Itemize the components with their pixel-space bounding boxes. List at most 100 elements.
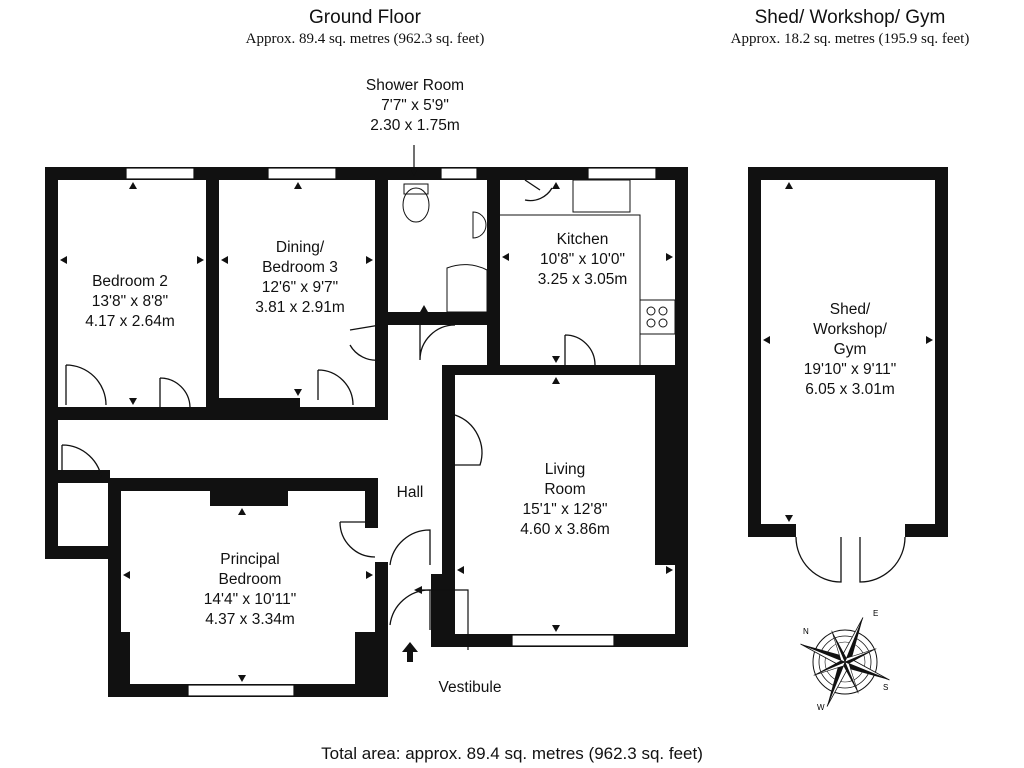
window-dining xyxy=(267,167,337,180)
compass-w: W xyxy=(817,703,825,712)
dim-marker xyxy=(785,182,793,189)
dining-imperial: 12'6" x 9'7" xyxy=(261,279,339,296)
hob-ring xyxy=(658,318,668,328)
wall-shed-bottom-right xyxy=(905,524,948,537)
shower-pointer-arrow xyxy=(410,168,418,176)
principal-imperial: 14'4" x 10'11" xyxy=(203,591,297,608)
compass-rose-icon: N E S W xyxy=(800,609,890,712)
wall-hall-left xyxy=(45,470,110,483)
wall-dining-shower xyxy=(375,175,388,420)
window-kitchen xyxy=(587,167,657,180)
window-living xyxy=(511,634,615,647)
dim-marker xyxy=(420,305,428,312)
compass-n: N xyxy=(803,627,809,636)
vestibule-pointer-arrow xyxy=(414,586,422,594)
dim-marker xyxy=(926,336,933,344)
room-label-principal: Principal Bedroom 14'4" x 10'11" 4.37 x … xyxy=(180,550,320,630)
vestibule-name: Vestibule xyxy=(438,679,502,696)
wall-living-chimney xyxy=(655,375,675,565)
living-imperial: 15'1" x 12'8" xyxy=(522,501,608,518)
dining-name2: Bedroom 3 xyxy=(262,259,338,276)
principal-name2: Bedroom xyxy=(218,571,282,588)
kitchen-imperial: 10'8" x 10'0" xyxy=(539,251,625,268)
dim-marker xyxy=(123,571,130,579)
wall-shed-bottom-left xyxy=(748,524,796,537)
wall-hall-stub xyxy=(365,478,378,528)
dim-marker xyxy=(221,256,228,264)
shower-metric: 2.30 x 1.75m xyxy=(370,117,460,134)
shower-tray xyxy=(446,264,488,313)
dim-marker xyxy=(366,571,373,579)
shed-header: Shed/ Workshop/ Gym Approx. 18.2 sq. met… xyxy=(705,7,995,48)
dim-marker xyxy=(666,253,673,261)
dim-marker xyxy=(502,253,509,261)
kitchen-worktop xyxy=(500,214,641,365)
dim-marker xyxy=(552,377,560,384)
dim-marker xyxy=(197,256,204,264)
compass-e: E xyxy=(873,609,878,618)
door-bedroom2 xyxy=(159,377,191,408)
shower-name: Shower Room xyxy=(365,77,465,94)
wall-living-top xyxy=(442,365,688,375)
vestibule-pointer-line xyxy=(420,589,469,650)
door-principal xyxy=(339,521,376,558)
wall-dining-bottom xyxy=(206,407,386,420)
door-shed-right xyxy=(859,536,906,583)
wall-principal-right xyxy=(375,562,388,697)
shower-imperial: 7'7" x 5'9" xyxy=(381,97,449,114)
wall-outer-left xyxy=(45,167,58,559)
principal-metric: 4.37 x 3.34m xyxy=(205,611,295,628)
shed-imperial: 19'10" x 9'11" xyxy=(803,361,897,378)
door-dining xyxy=(349,324,381,361)
window-principal xyxy=(187,684,295,697)
shed-name1: Shed/ xyxy=(829,301,871,318)
bedroom2-metric: 4.17 x 2.64m xyxy=(85,313,175,330)
dim-marker xyxy=(238,508,246,515)
wall-wardrobe xyxy=(210,478,288,506)
dim-marker xyxy=(785,515,793,522)
room-label-living: Living Room 15'1" x 12'8" 4.60 x 3.86m xyxy=(495,460,635,540)
kitchen-metric: 3.25 x 3.05m xyxy=(537,271,628,288)
door-hall-cupboard xyxy=(61,444,103,483)
wall-shower-kitchen xyxy=(487,175,500,365)
dim-marker xyxy=(666,566,673,574)
dim-marker xyxy=(129,398,137,405)
dim-marker xyxy=(763,336,770,344)
room-label-vestibule: Vestibule xyxy=(425,678,515,698)
hob-ring xyxy=(646,318,656,328)
basin-fixture xyxy=(472,211,487,239)
hall-name: Hall xyxy=(396,484,424,501)
dim-marker xyxy=(457,566,464,574)
wall-shed-top xyxy=(748,167,948,180)
living-name1: Living xyxy=(544,461,586,478)
hob-ring xyxy=(646,306,656,316)
door-bedroom2-closet xyxy=(65,364,107,406)
room-label-shed: Shed/ Workshop/ Gym 19'10" x 9'11" 6.05 … xyxy=(780,300,920,400)
toilet-cistern xyxy=(403,183,429,195)
walls xyxy=(45,167,948,697)
door-hall-vestibule xyxy=(389,529,431,566)
kitchen-sink xyxy=(572,179,631,213)
shed-name3: Gym xyxy=(833,341,867,358)
dim-marker xyxy=(129,182,137,189)
compass-s: S xyxy=(883,683,888,692)
shed-area: Approx. 18.2 sq. metres (195.9 sq. feet) xyxy=(730,31,970,47)
dim-marker xyxy=(238,675,246,682)
room-label-bedroom2: Bedroom 2 13'8" x 8'8" 4.17 x 2.64m xyxy=(65,272,195,332)
wall-b2-dining xyxy=(206,175,219,420)
door-kitchen xyxy=(564,334,596,366)
wall-shower-bottom xyxy=(375,312,500,325)
wall-b2-bottom xyxy=(45,407,220,420)
entrance-arrow-icon xyxy=(402,642,418,662)
shed-title: Shed/ Workshop/ Gym xyxy=(754,7,946,28)
window-bedroom2 xyxy=(125,167,195,180)
shed-name2: Workshop/ xyxy=(813,321,887,338)
door-shower xyxy=(419,324,456,361)
dim-marker xyxy=(552,356,560,363)
door-living xyxy=(454,414,483,466)
toilet-fixture xyxy=(402,187,430,223)
dim-marker xyxy=(552,625,560,632)
hob-ring xyxy=(658,306,668,316)
room-label-hall: Hall xyxy=(385,483,435,503)
